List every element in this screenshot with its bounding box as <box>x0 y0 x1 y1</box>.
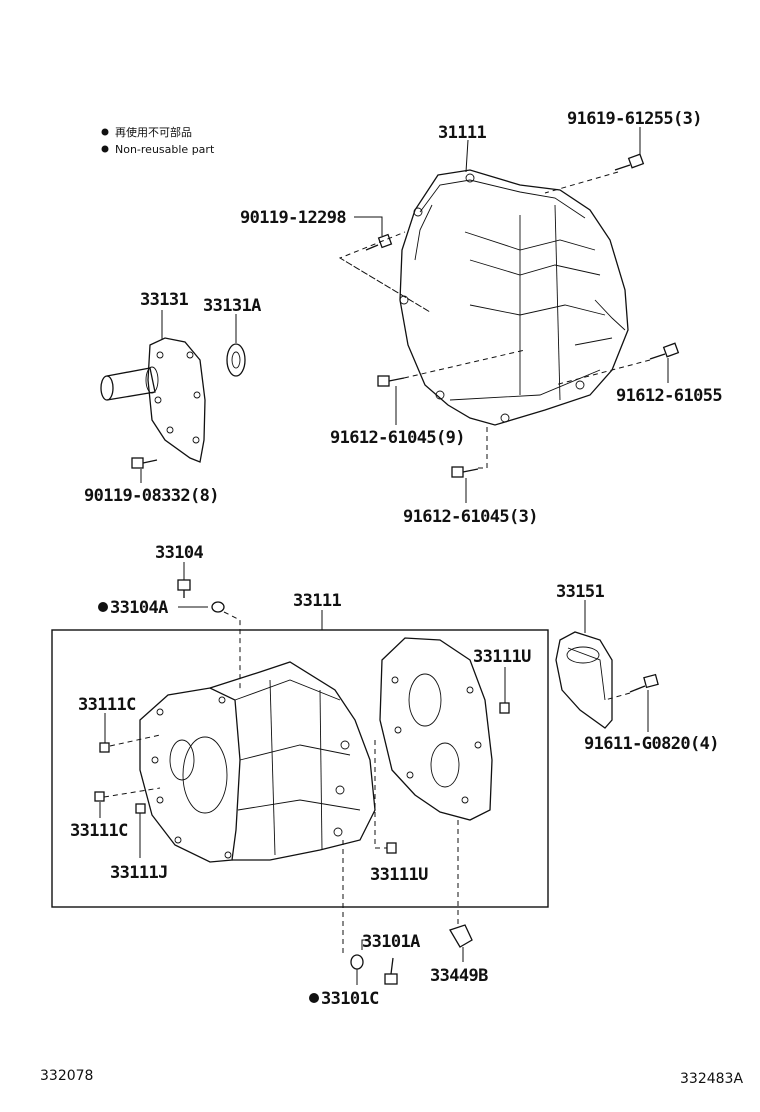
bolt-icon <box>377 375 405 387</box>
plug-icon <box>177 579 191 598</box>
leader-90119-12298 <box>354 216 383 236</box>
label-33111J: 33111J <box>110 863 168 883</box>
label-33111C-bottom: 33111C <box>70 821 128 841</box>
transmission-case-drawing <box>139 661 376 863</box>
legend-en: Non-reusable part <box>115 143 215 156</box>
leader-33101a <box>361 939 368 950</box>
label-33101A: 33101A <box>362 932 420 952</box>
leader-31111 <box>465 139 469 173</box>
label-33111C-top: 33111C <box>78 695 136 715</box>
bolt-icon <box>649 342 680 360</box>
gasket-icon <box>211 601 225 613</box>
label-33104A: 33104A <box>110 598 168 618</box>
label-33131A: 33131A <box>203 296 261 316</box>
extension-housing-drawing <box>100 337 206 463</box>
pin-icon <box>499 702 510 714</box>
bolt-icon <box>131 457 158 469</box>
label-90119-08332: 90119-08332(8) <box>84 486 219 506</box>
adapter-plate-drawing <box>379 637 493 821</box>
bolt-icon <box>614 153 645 171</box>
dashed-guide <box>223 611 241 690</box>
sleeve-icon <box>449 924 473 948</box>
footer-right-code: 332483A <box>680 1071 743 1087</box>
non-reusable-bullet-icon <box>98 602 108 612</box>
bolt-icon <box>451 466 479 478</box>
non-reusable-bullet-icon <box>101 145 109 153</box>
dashed-guide <box>338 231 431 313</box>
label-91612-61055: 91612-61055 <box>616 386 722 406</box>
label-33131: 33131 <box>140 290 189 310</box>
pin-icon <box>94 791 105 802</box>
label-91612-61045-9: 91612-61045(9) <box>330 428 465 448</box>
label-33111U-bottom: 33111U <box>370 865 428 885</box>
transmission-case-group-box <box>51 629 549 908</box>
footer-left-code: 332078 <box>40 1068 93 1084</box>
dashed-guide <box>554 359 651 386</box>
pin-icon <box>99 742 110 753</box>
label-33111U-top: 33111U <box>473 647 531 667</box>
gasket-icon <box>350 954 364 970</box>
dashed-guide <box>374 740 387 849</box>
dashed-guide <box>109 734 161 747</box>
dashed-guide <box>403 349 526 379</box>
label-91619-61255: 91619-61255(3) <box>567 109 702 129</box>
legend: 再使用不可部品 Non-reusable part <box>101 125 215 156</box>
dashed-guide <box>103 787 161 798</box>
dashed-guide <box>544 171 619 194</box>
clutch-housing-drawing <box>399 169 629 426</box>
label-33151: 33151 <box>556 582 605 602</box>
rear-cover-drawing <box>555 631 613 729</box>
label-31111-housing: 31111 <box>438 123 487 143</box>
pin-icon <box>386 842 397 854</box>
label-33104: 33104 <box>155 543 204 563</box>
label-90119-12298: 90119-12298 <box>240 208 346 228</box>
label-91612-61045-3: 91612-61045(3) <box>403 507 538 527</box>
drain-plug-icon <box>384 957 398 985</box>
pin-icon <box>135 803 146 814</box>
bolt-icon <box>365 233 393 251</box>
bolt-icon <box>629 673 659 693</box>
legend-jp: 再使用不可部品 <box>115 125 192 139</box>
label-33111-case: 33111 <box>293 591 342 611</box>
non-reusable-bullet-icon <box>309 993 319 1003</box>
dashed-guide <box>478 425 488 469</box>
non-reusable-bullet-icon <box>101 128 109 136</box>
label-33449B: 33449B <box>430 966 488 986</box>
oil-seal-icon <box>226 343 246 377</box>
label-33101C: 33101C <box>321 989 379 1009</box>
dashed-guide <box>604 692 631 701</box>
label-91611-G0820: 91611-G0820(4) <box>584 734 719 754</box>
